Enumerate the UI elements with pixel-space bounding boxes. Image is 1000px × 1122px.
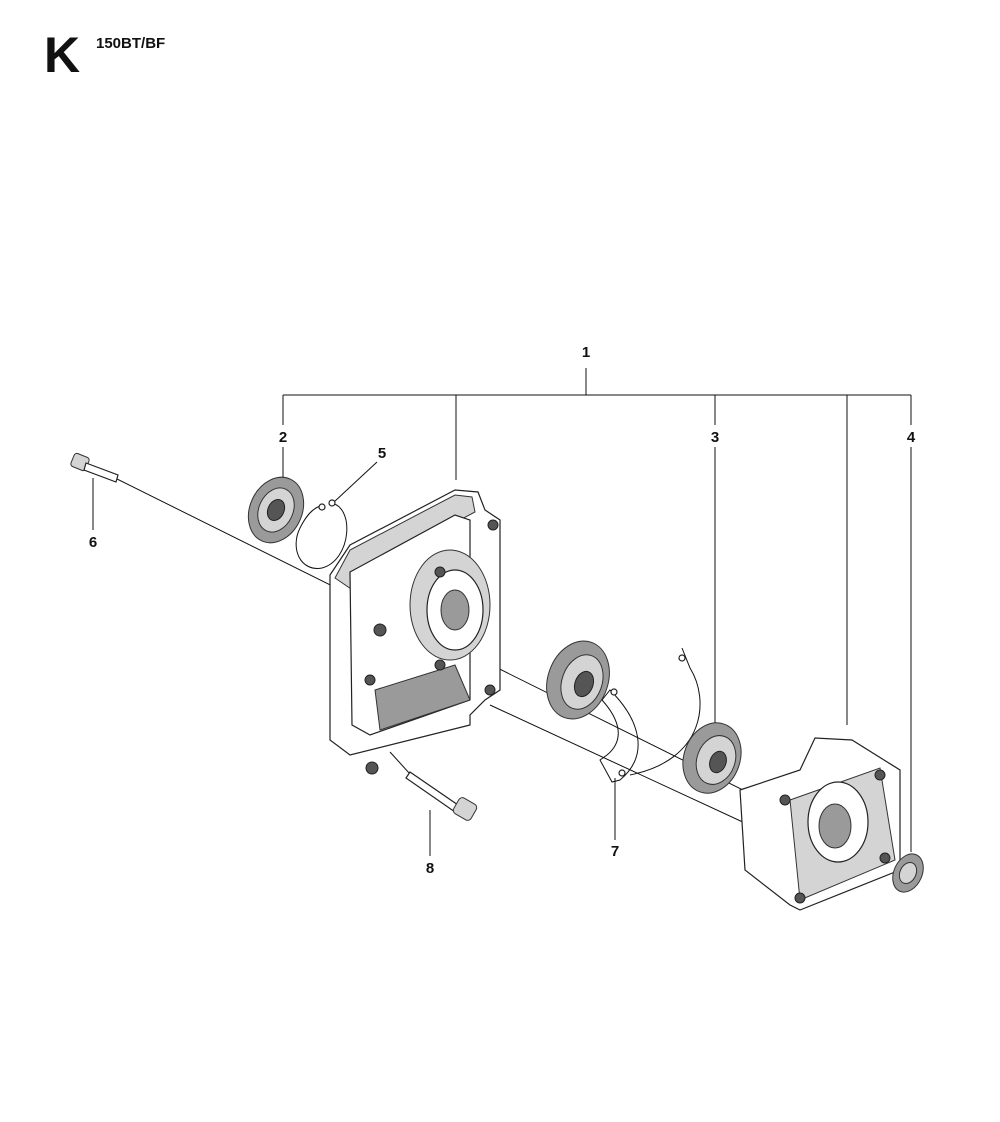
callout-3: 3 (711, 429, 719, 446)
seal-ring-icon-right (892, 853, 924, 893)
callout-5: 5 (378, 445, 386, 462)
leader-lines (92, 447, 912, 856)
callout-6: 6 (89, 534, 97, 551)
seal-ring-icon (247, 476, 305, 544)
callout-7: 7 (611, 843, 619, 860)
ball-bearing-icon (682, 722, 742, 794)
crankcase-half-icon (739, 737, 901, 911)
crankcase-icon (329, 489, 501, 775)
callout-1: 1 (582, 344, 590, 361)
gasket-icon (599, 647, 701, 783)
screw-icon (70, 452, 119, 483)
circlip-icon (295, 499, 348, 569)
callout-2: 2 (279, 429, 287, 446)
callout-8: 8 (426, 860, 434, 877)
callout-4: 4 (907, 429, 916, 446)
screw-icon-lower (405, 771, 478, 821)
callout-bracket (282, 368, 912, 725)
ball-bearing-icon-center (546, 640, 610, 720)
section-letter: K (44, 27, 81, 83)
model-label: 150BT/BF (96, 35, 166, 52)
